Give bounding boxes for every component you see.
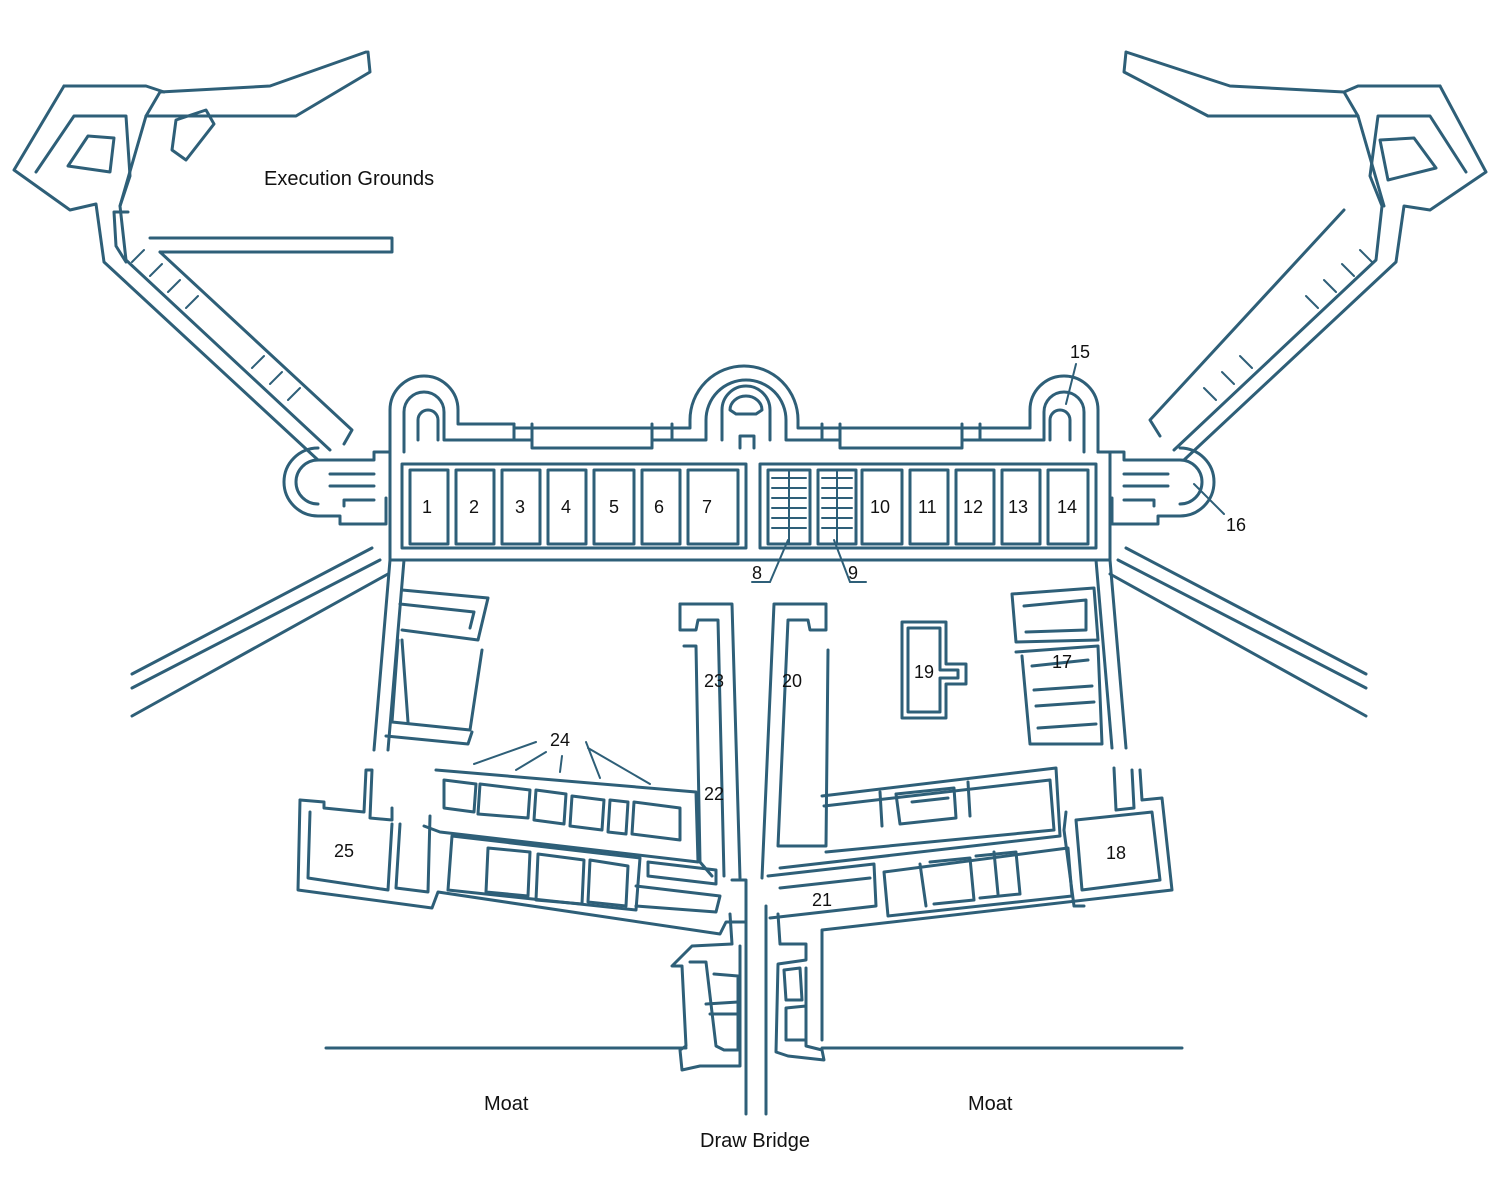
room-15-label: 15 xyxy=(1070,342,1090,362)
room-12-label: 12 xyxy=(963,497,983,517)
moat-left-label: Moat xyxy=(484,1093,529,1115)
east-range xyxy=(1010,558,1128,750)
central-corridors xyxy=(678,602,1062,880)
room-6-label: 6 xyxy=(654,497,664,517)
room-19-block xyxy=(900,620,968,720)
room-14-label: 14 xyxy=(1057,497,1077,517)
room-25-label: 25 xyxy=(334,841,354,861)
room-5-label: 5 xyxy=(609,497,619,517)
northwest-bastion xyxy=(12,50,394,462)
room-1-label: 1 xyxy=(422,497,432,517)
north-front xyxy=(388,364,1100,454)
plan-labels: Execution Grounds Moat Moat Draw Bridge … xyxy=(264,168,1246,1152)
leader-lines xyxy=(1065,363,1225,515)
outer-diagonal-walls xyxy=(130,546,1368,718)
room-7-label: 7 xyxy=(702,497,712,517)
north-cell-block xyxy=(388,450,1112,583)
west-range xyxy=(372,558,490,752)
gatehouse xyxy=(324,904,1184,1116)
room-3-label: 3 xyxy=(515,497,525,517)
southwest-wing xyxy=(296,741,748,936)
room-19-label: 19 xyxy=(914,662,934,682)
room-16-label: 16 xyxy=(1226,515,1246,535)
room-20-label: 20 xyxy=(782,671,802,691)
room-2-label: 2 xyxy=(469,497,479,517)
moat-right-label: Moat xyxy=(968,1093,1013,1115)
draw-bridge-label: Draw Bridge xyxy=(700,1130,810,1152)
southeast-wing xyxy=(766,766,1174,1042)
room-13-label: 13 xyxy=(1008,497,1028,517)
room-11-label: 11 xyxy=(918,497,937,517)
execution-grounds-label: Execution Grounds xyxy=(264,168,434,190)
room-24-label: 24 xyxy=(550,730,570,750)
room-8-label: 8 xyxy=(752,563,762,583)
room-10-label: 10 xyxy=(870,497,890,517)
room-17-label: 17 xyxy=(1052,652,1072,672)
room-18-label: 18 xyxy=(1106,843,1126,863)
room-22-label: 22 xyxy=(704,784,724,804)
northeast-bastion xyxy=(1122,50,1488,462)
room-9-label: 9 xyxy=(848,563,858,583)
side-towers xyxy=(282,446,1216,526)
room-23-label: 23 xyxy=(704,671,724,691)
room-4-label: 4 xyxy=(561,497,571,517)
room-21-label: 21 xyxy=(812,890,832,910)
